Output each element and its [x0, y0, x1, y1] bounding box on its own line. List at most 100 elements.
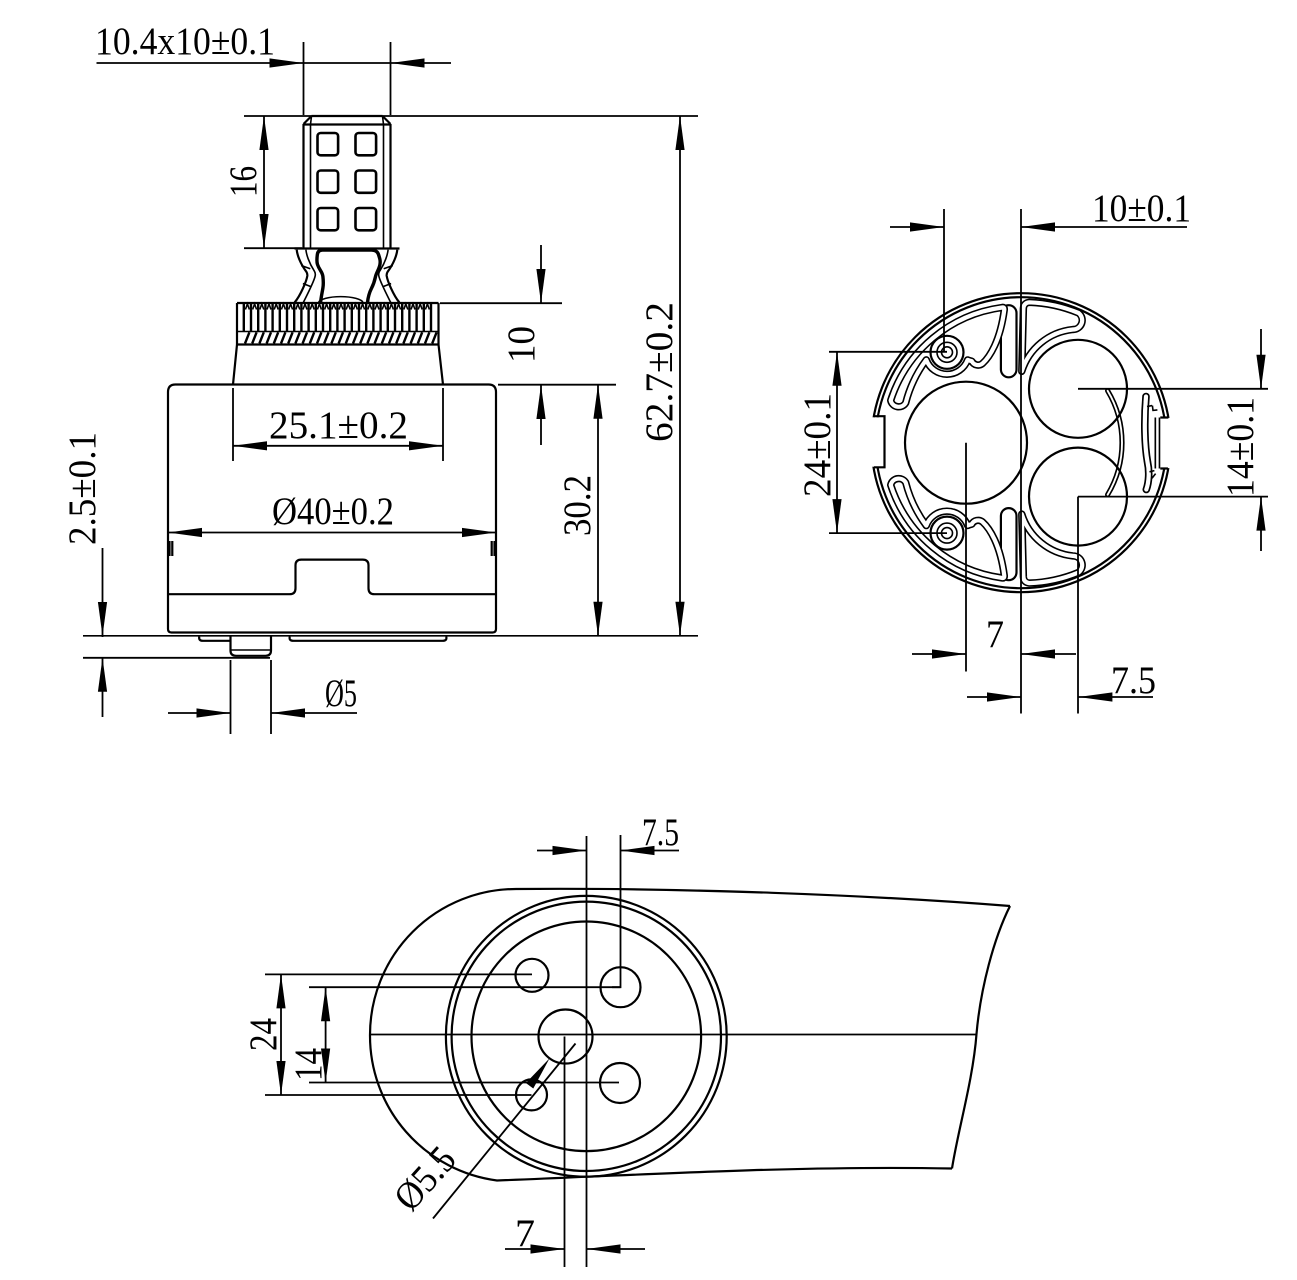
- dim-shoulder-width-label: 25.1±0.2: [269, 404, 408, 447]
- base-view: 10±0.1 24±0.1 14±0.1 7 7.5: [796, 187, 1268, 714]
- collar-teeth: [242, 303, 438, 344]
- shoulder-sides: [231, 344, 445, 385]
- stem-hole-1-1: [316, 131, 340, 157]
- dim-body-height-label: 30.2: [556, 475, 599, 536]
- deck-outline-left-bottom: [368, 887, 953, 1182]
- stem-hole-1-2: [354, 131, 378, 157]
- neck-facet-tick: [300, 264, 394, 288]
- stem-top-chamfer-facet: [309, 115, 385, 125]
- dim-pin-diameter-label: Ø5: [325, 672, 357, 715]
- stem-hole-2-2: [354, 169, 378, 195]
- deck-outline-top: [515, 887, 1011, 908]
- dim-40-left-arrow-icon: [168, 527, 202, 538]
- dim-627-top-arrow-icon: [675, 116, 685, 150]
- cartridge-body: [166, 383, 498, 634]
- body-sides: [166, 392, 498, 634]
- dim-left-spacing-label: 24: [242, 1018, 285, 1051]
- stem-hole-3-2: [354, 206, 378, 232]
- dim-16-top-arrow-icon: [259, 116, 269, 150]
- stem-hole-2-1: [316, 169, 340, 195]
- dim-stem-cross-section-label: 10.4x10±0.1: [95, 20, 275, 63]
- dim-pilot-hole-label: Ø5.5: [386, 1138, 465, 1219]
- dim-14b-top-arrow-icon: [1256, 354, 1266, 389]
- dim-302-bottom-arrow-icon: [593, 601, 603, 636]
- front-view: 10.4x10±0.1 16 25.1±0.2 Ø40±0.2 10 30.2 …: [61, 20, 698, 734]
- dim-port-spacing-label: 14±0.1: [1219, 397, 1262, 497]
- cap-left-pad: [198, 636, 231, 642]
- spline-collar: [235, 301, 440, 346]
- dim-7d-left-arrow-icon: [530, 1244, 565, 1254]
- boss-slot-lower-outline-inner: [888, 476, 1007, 581]
- dim-24b-bottom-arrow-icon: [832, 499, 842, 534]
- dim-7b-left-arrow-icon: [932, 649, 966, 659]
- collar-ends: [235, 303, 440, 345]
- dim-16-bottom-arrow-icon: [259, 214, 269, 248]
- dim-10-top-arrow-icon: [536, 269, 546, 303]
- dim-body-diameter-label: Ø40±0.2: [272, 490, 394, 533]
- base-view-dimensions: 10±0.1 24±0.1 14±0.1 7 7.5: [796, 187, 1268, 714]
- dim-overall-height-label: 62.7±0.2: [638, 302, 681, 442]
- dim-75d-left-arrow-icon: [552, 845, 587, 856]
- rim-notch-eraser: [864, 417, 885, 467]
- dim-o5-left-arrow-icon: [196, 708, 231, 718]
- window-tongue-inner: [1142, 394, 1151, 492]
- deck-view-dimensions: 7.5 24 14 7 Ø5.5: [242, 811, 976, 1267]
- dim-25-left-arrow-icon: [233, 441, 267, 451]
- dim-75b-left-arrow-icon: [987, 692, 1021, 702]
- neck-lever: [293, 247, 401, 304]
- dim-14b-bottom-arrow-icon: [1256, 496, 1266, 531]
- dim-stem-right-arrow-icon: [390, 58, 425, 68]
- dim-14d-top-arrow-icon: [321, 987, 331, 1022]
- neck-lever-body: [315, 248, 382, 303]
- rim-keyway-notch: [873, 415, 886, 469]
- neck-inner-left: [302, 249, 317, 303]
- neck-outer-left: [293, 249, 309, 304]
- neck-ball-arc: [317, 295, 364, 303]
- leader-center-hole: [432, 1042, 577, 1220]
- deck-break-line: [950, 905, 1011, 1169]
- deck-center-hole: [537, 1008, 594, 1065]
- collar-teeth-chamfers: [244, 301, 431, 310]
- neck-outer-right: [385, 249, 401, 304]
- bottom-cap: [83, 634, 698, 657]
- dim-24d-bottom-arrow-icon: [276, 1061, 286, 1095]
- dim-25-right-arrow-icon: [409, 441, 443, 451]
- fan-slot-bottom: [1018, 510, 1086, 587]
- dim-24d-top-arrow-icon: [276, 974, 286, 1009]
- stub-outline: [229, 636, 273, 657]
- tongue-joint-bottom: [1149, 469, 1157, 479]
- dim-right-spacing-label: 14: [287, 1048, 330, 1081]
- body-top: [166, 383, 498, 393]
- dim-boss-offset-label: 10±0.1: [1092, 187, 1191, 230]
- stem-top-chamfer: [302, 115, 392, 125]
- stem-side: [302, 124, 392, 248]
- cap-right-pad: [288, 636, 448, 642]
- fan-slot-bottom-outline-inner: [1019, 512, 1085, 586]
- rim-indent-steps: [1160, 416, 1169, 470]
- dim-7d-right-arrow-icon: [586, 1244, 621, 1254]
- dim-302-top-arrow-icon: [593, 384, 603, 419]
- dim-inlet-offset-label: 7: [986, 613, 1004, 656]
- dim-10b-right-arrow-icon: [1021, 222, 1055, 232]
- window-inner-boundary-inner: [1106, 389, 1123, 496]
- neck-inner-right: [377, 249, 392, 303]
- dim-75b-right-arrow-icon: [1078, 692, 1113, 702]
- deck-view: 7.5 24 14 7 Ø5.5: [242, 811, 1011, 1267]
- dim-stem-length-label: 16: [222, 166, 265, 197]
- dim-10b-left-arrow-icon: [910, 222, 944, 232]
- dim-24b-top-arrow-icon: [832, 351, 842, 386]
- stem-side-wall: [309, 124, 385, 248]
- dim-40-right-arrow-icon: [462, 527, 496, 538]
- dim-hole-offset-label: 7.5: [642, 811, 679, 854]
- stem: [302, 114, 392, 248]
- dim-o5-right-arrow-icon: [271, 708, 305, 718]
- body-seam-tab: [168, 558, 496, 596]
- fan-slot-top-outline-inner: [1019, 300, 1085, 374]
- ext-tr-hole: [612, 835, 622, 989]
- dim-627-bottom-arrow-icon: [675, 601, 685, 636]
- dim-7b-right-arrow-icon: [1021, 649, 1055, 659]
- body-clip-left: [168, 541, 174, 556]
- dim-center-offset-label: 7: [515, 1212, 535, 1255]
